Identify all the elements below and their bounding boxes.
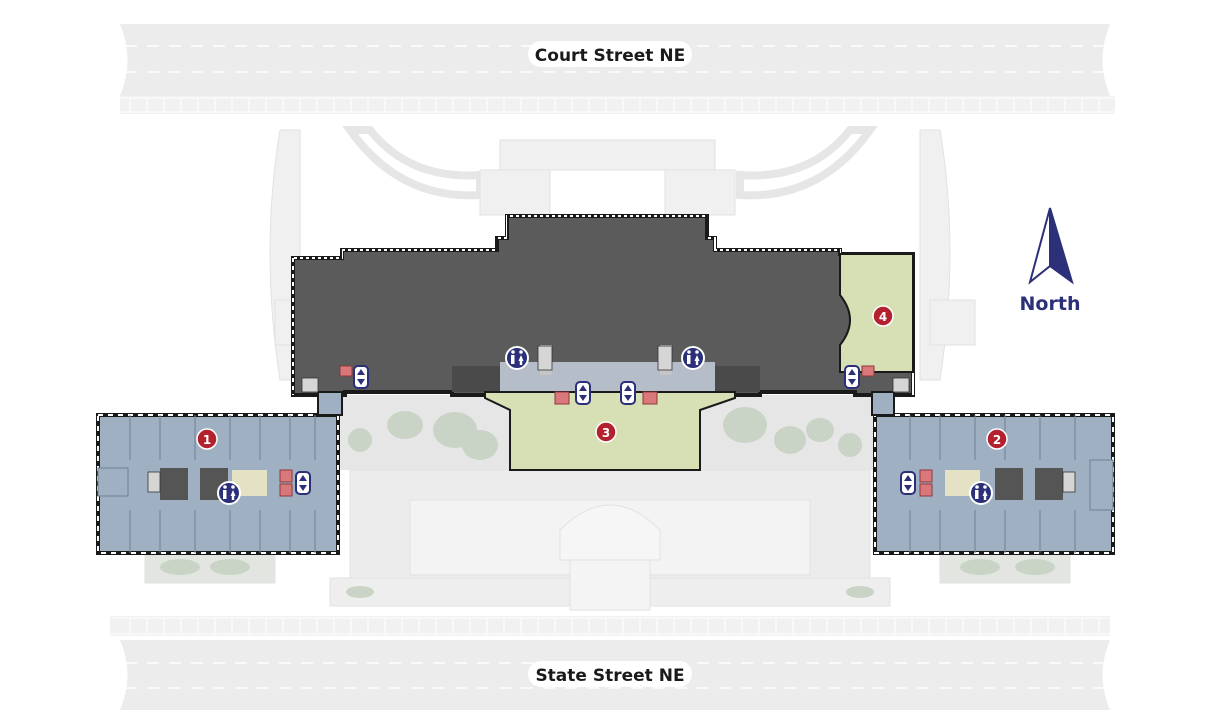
marker-4[interactable]: 4 — [872, 305, 894, 327]
marker-1[interactable]: 1 — [196, 428, 218, 450]
elevator-icon — [295, 471, 311, 495]
marker-4-label: 4 — [879, 310, 887, 324]
stairs-icon — [147, 345, 1076, 493]
restroom-icon — [505, 346, 529, 370]
court-street-text: Court Street NE — [535, 46, 685, 66]
elevator-icon — [844, 365, 860, 389]
restroom-icon — [217, 346, 993, 505]
marker-2[interactable]: 2 — [986, 428, 1008, 450]
connectors — [317, 391, 895, 416]
restroom-icon — [681, 346, 705, 370]
marker-2-label: 2 — [993, 433, 1001, 447]
north-label: North — [1020, 293, 1081, 315]
marker-3-label: 3 — [602, 426, 610, 440]
restroom-icon — [969, 481, 993, 505]
elevator-icon — [295, 365, 916, 495]
elevator-icon — [575, 381, 591, 405]
court-street-label: Court Street NE — [528, 41, 692, 67]
marker-3[interactable]: 3 — [595, 421, 617, 443]
restroom-icon — [217, 481, 241, 505]
marker-1-label: 1 — [203, 433, 211, 447]
elevator-icon — [620, 381, 636, 405]
elevator-blocks — [279, 365, 933, 497]
court-street-road — [120, 24, 1115, 114]
trees — [160, 407, 1055, 598]
state-street-label: State Street NE — [528, 661, 692, 687]
state-street-text: State Street NE — [535, 666, 684, 686]
elevator-icon — [900, 471, 916, 495]
north-arrow-icon — [1028, 207, 1074, 285]
elevator-icon — [353, 365, 369, 389]
main-building — [291, 214, 915, 402]
